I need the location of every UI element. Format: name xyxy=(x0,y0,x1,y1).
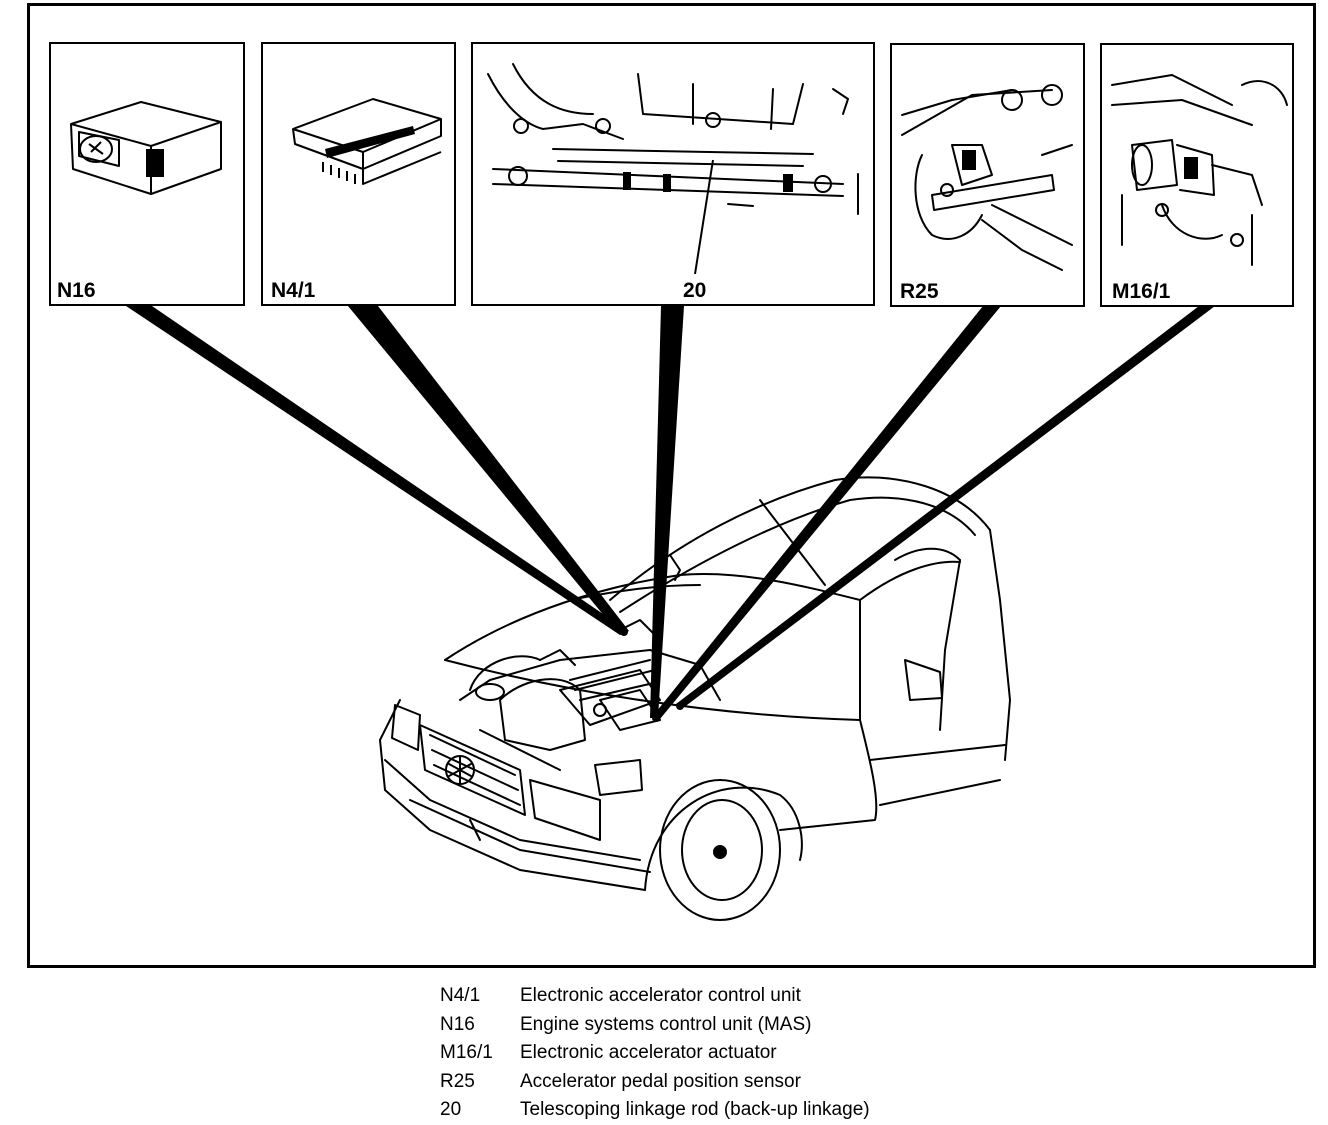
leader-20 xyxy=(650,306,684,718)
legend-code: 20 xyxy=(440,1099,462,1120)
legend-text: Telescoping linkage rod (back-up linkage… xyxy=(520,1099,870,1120)
legend-row: R25 Accelerator pedal position sensor xyxy=(440,1068,870,1097)
diagram-frame xyxy=(27,3,1316,968)
legend-text: Electronic accelerator actuator xyxy=(520,1042,777,1063)
control-unit-illustration xyxy=(70,101,222,195)
legend-code: N4/1 xyxy=(440,985,481,1006)
legend-row: N4/1 Electronic accelerator control unit xyxy=(440,982,870,1011)
legend-text: Accelerator pedal position sensor xyxy=(520,1070,801,1092)
legend: N4/1 Electronic accelerator control unit… xyxy=(440,982,870,1125)
leader-m16-1 xyxy=(676,306,1215,708)
legend-text: Electronic accelerator control unit xyxy=(520,985,801,1006)
pedal-sensor-illustration xyxy=(901,84,1073,271)
leader-n16 xyxy=(126,306,628,635)
point-n16-n4-1 xyxy=(620,628,628,636)
leader-lines xyxy=(126,306,1215,719)
panel-20: 20 xyxy=(471,42,875,306)
legend-code: R25 xyxy=(440,1070,475,1092)
car-illustration xyxy=(379,476,1011,921)
panel-label: M16/1 xyxy=(1112,280,1171,303)
panel-n4-1: N4/1 xyxy=(261,42,456,306)
panel-n16: N16 xyxy=(49,42,245,306)
panel-m16-1: M16/1 xyxy=(1100,43,1294,307)
legend-code: M16/1 xyxy=(440,1042,493,1063)
point-m16-1 xyxy=(676,702,684,710)
car-and-leaders xyxy=(126,306,1215,921)
legend-row: M16/1 Electronic accelerator actuator xyxy=(440,1039,870,1068)
panel-r25: R25 xyxy=(890,43,1085,307)
panel-label: N16 xyxy=(57,279,96,302)
actuator-illustration xyxy=(1111,74,1288,266)
panel-label: R25 xyxy=(900,280,939,303)
legend-text: Engine systems control unit (MAS) xyxy=(520,1013,812,1035)
panel-label: 20 xyxy=(683,279,707,302)
panel-label: N4/1 xyxy=(271,279,316,302)
leader-n4-1 xyxy=(348,306,629,635)
leader-r25 xyxy=(652,306,1001,719)
control-unit-illustration xyxy=(292,98,442,185)
linkage-rod-illustration xyxy=(487,63,859,275)
point-20-r25 xyxy=(652,714,660,722)
legend-row: N16 Engine systems control unit (MAS) xyxy=(440,1011,870,1040)
leader-points xyxy=(620,628,684,722)
legend-row: 20 Telescoping linkage rod (back-up link… xyxy=(440,1096,870,1125)
legend-code: N16 xyxy=(440,1013,475,1035)
